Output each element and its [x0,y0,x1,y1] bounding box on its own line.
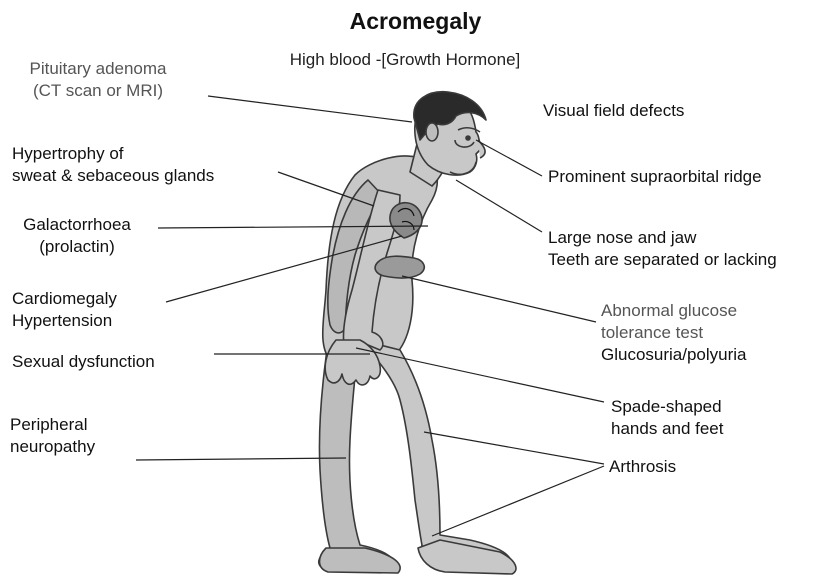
human-figure [319,92,516,574]
leader-nose-jaw [456,180,542,232]
leader-arthrosis-2 [432,466,604,536]
label-neuropathy: Peripheral neuropathy [10,414,95,458]
label-visual: Visual field defects [543,100,684,122]
front-foot [418,540,516,574]
label-pituitary: Pituitary adenoma (CT scan or MRI) [12,58,184,102]
label-pituitary-line2: (CT scan or MRI) [12,80,184,102]
leader-glucose [402,276,596,322]
diagram-title: Acromegaly [0,8,831,35]
eye [466,136,470,140]
label-galactorrhoea-line2: (prolactin) [10,236,144,258]
label-galactorrhoea: Galactorrhoea (prolactin) [10,214,144,258]
label-spade-line1: Spade-shaped [611,396,723,418]
label-visual-line1: Visual field defects [543,100,684,122]
back-foot [320,548,401,573]
label-galactorrhoea-line1: Galactorrhoea [10,214,144,236]
label-glucose-line2: tolerance test [601,322,747,344]
leader-pituitary [208,96,412,122]
label-cardiomegaly-line1: Cardiomegaly [12,288,117,310]
label-nose-jaw: Large nose and jaw Teeth are separated o… [548,227,777,271]
label-neuropathy-line1: Peripheral [10,414,95,436]
label-nose-jaw-line1: Large nose and jaw [548,227,777,249]
label-supraorbital: Prominent supraorbital ridge [548,166,762,188]
label-supraorbital-line1: Prominent supraorbital ridge [548,166,762,188]
leader-neuropathy [136,458,346,460]
label-hypertrophy-line2: sweat & sebaceous glands [12,165,214,187]
front-leg [360,340,511,568]
ear [426,123,438,141]
label-hypertrophy: Hypertrophy of sweat & sebaceous glands [12,143,214,187]
label-glucose-line1: Abnormal glucose [601,300,747,322]
label-nose-jaw-line2: Teeth are separated or lacking [548,249,777,271]
leader-supraorbital [476,140,542,176]
label-cardiomegaly: Cardiomegaly Hypertension [12,288,117,332]
label-spade-line2: hands and feet [611,418,723,440]
label-neuropathy-line2: neuropathy [10,436,95,458]
label-pituitary-line1: Pituitary adenoma [12,58,184,80]
leader-arthrosis-1 [424,432,604,464]
label-sexual: Sexual dysfunction [12,351,155,373]
label-spade: Spade-shaped hands and feet [611,396,723,440]
label-arthrosis-line1: Arthrosis [609,456,676,478]
label-glucose: Abnormal glucose tolerance test Glucosur… [601,300,747,366]
label-sexual-line1: Sexual dysfunction [12,351,155,373]
label-hypertrophy-line1: Hypertrophy of [12,143,214,165]
pancreas [375,256,424,278]
label-arthrosis: Arthrosis [609,456,676,478]
label-glucose-line3: Glucosuria/polyuria [601,344,747,366]
label-cardiomegaly-line2: Hypertension [12,310,117,332]
